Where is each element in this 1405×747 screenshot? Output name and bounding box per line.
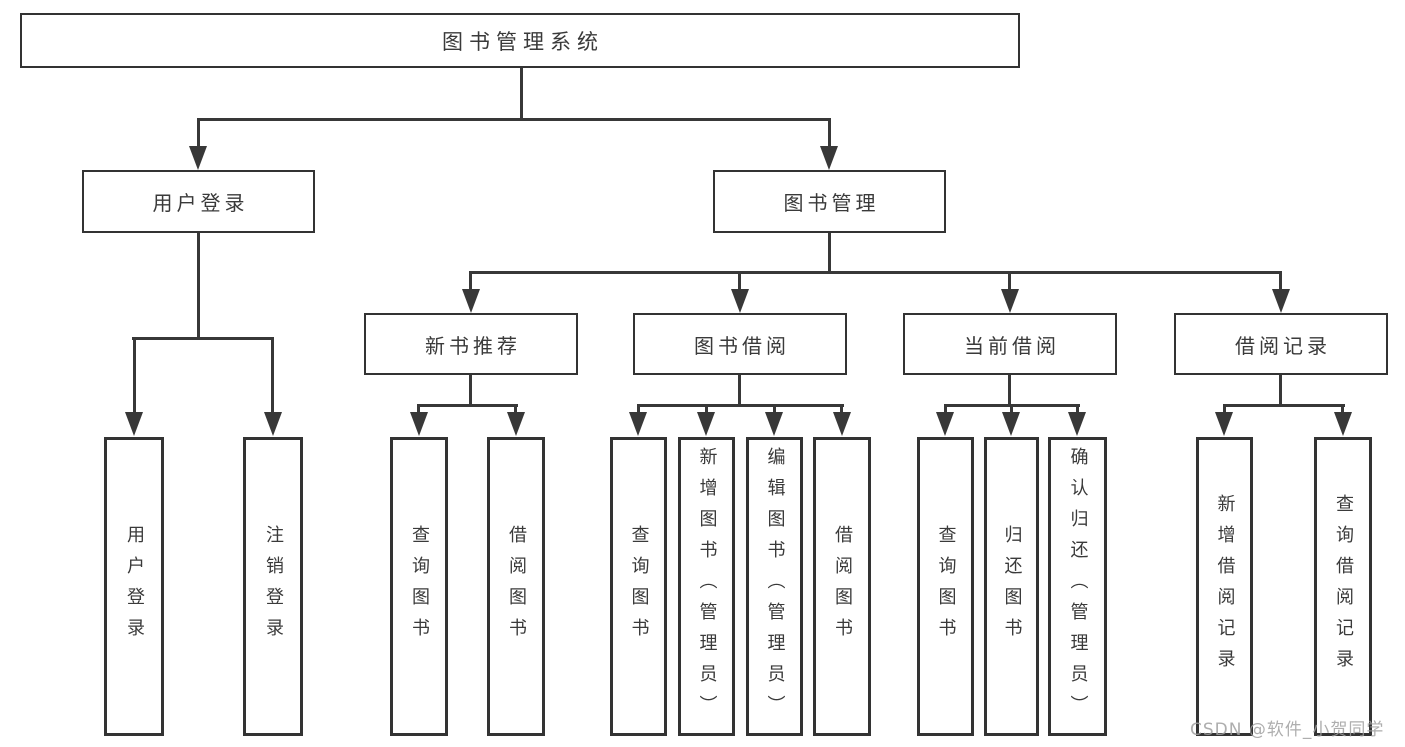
- connector-vline: [469, 271, 472, 289]
- connector-vline: [773, 404, 776, 412]
- node-current-borrowing: 当前借阅: [903, 313, 1117, 375]
- leaf-label: 注销登录: [263, 524, 284, 649]
- leaf-user-login: 用户登录: [104, 437, 164, 736]
- leaf-return-book: 归还图书: [984, 437, 1039, 736]
- arrowhead-down-icon: [731, 289, 749, 313]
- node-user-login: 用户登录: [82, 170, 315, 233]
- leaf-edit-book-admin: 编辑图书（管理员）: [746, 437, 803, 736]
- arrowhead-down-icon: [1272, 289, 1290, 313]
- node-label: 图书管理系统: [442, 29, 604, 54]
- connector-vline: [133, 337, 136, 412]
- connector-hline: [637, 404, 844, 407]
- node-label: 图书借阅: [694, 333, 790, 358]
- leaf-label: 用户登录: [124, 524, 145, 649]
- arrowhead-down-icon: [936, 412, 954, 436]
- node-label: 当前借阅: [964, 333, 1060, 358]
- leaf-query-borrow-record: 查询借阅记录: [1314, 437, 1372, 736]
- leaf-confirm-return-admin: 确认归还（管理员）: [1048, 437, 1107, 736]
- connector-vline: [1076, 404, 1079, 412]
- connector-vline: [1279, 271, 1282, 289]
- connector-vline: [197, 118, 200, 146]
- leaf-label: 确认归还（管理员）: [1067, 447, 1089, 726]
- connector-vline: [1279, 375, 1282, 404]
- connector-vline: [944, 404, 947, 412]
- arrowhead-down-icon: [125, 412, 143, 436]
- connector-hline: [197, 118, 831, 121]
- arrowhead-down-icon: [1001, 289, 1019, 313]
- leaf-label: 查询图书: [628, 524, 650, 649]
- connector-vline: [1010, 404, 1013, 412]
- node-new-book-recommend: 新书推荐: [364, 313, 578, 375]
- connector-vline: [738, 271, 741, 289]
- connector-vline: [828, 118, 831, 146]
- arrowhead-down-icon: [1215, 412, 1233, 436]
- arrowhead-down-icon: [629, 412, 647, 436]
- node-label: 用户登录: [152, 191, 249, 215]
- arrowhead-down-icon: [820, 146, 838, 170]
- leaf-label: 查询借阅记录: [1333, 493, 1354, 680]
- leaf-label: 新增借阅记录: [1214, 493, 1236, 680]
- leaf-add-book-admin: 新增图书（管理员）: [678, 437, 735, 736]
- leaf-query-books-recommend: 查询图书: [390, 437, 448, 736]
- leaf-label: 编辑图书（管理员）: [764, 447, 786, 726]
- connector-vline: [1008, 271, 1011, 289]
- leaf-label: 借阅图书: [506, 524, 527, 649]
- arrowhead-down-icon: [410, 412, 428, 436]
- node-book-borrowing: 图书借阅: [633, 313, 847, 375]
- leaf-label: 借阅图书: [832, 524, 853, 649]
- connector-vline: [1008, 375, 1011, 404]
- leaf-logout: 注销登录: [243, 437, 303, 736]
- connector-vline: [840, 404, 843, 412]
- leaf-query-books-borrowing: 查询图书: [610, 437, 667, 736]
- arrowhead-down-icon: [697, 412, 715, 436]
- connector-vline: [1223, 404, 1226, 412]
- arrowhead-down-icon: [507, 412, 525, 436]
- arrowhead-down-icon: [264, 412, 282, 436]
- connector-hline: [132, 337, 274, 340]
- node-label: 图书管理: [783, 191, 880, 215]
- arrowhead-down-icon: [765, 412, 783, 436]
- node-label: 借阅记录: [1235, 333, 1331, 358]
- connector-hline: [1223, 404, 1345, 407]
- leaf-label: 查询图书: [935, 524, 957, 649]
- connector-hline: [470, 271, 1282, 274]
- leaf-add-borrow-record: 新增借阅记录: [1196, 437, 1253, 736]
- connector-vline: [417, 404, 420, 412]
- connector-vline: [271, 337, 274, 412]
- arrowhead-down-icon: [1068, 412, 1086, 436]
- csdn-watermark: CSDN @软件_小贺同学: [1190, 720, 1385, 740]
- node-book-management: 图书管理: [713, 170, 946, 233]
- arrowhead-down-icon: [1002, 412, 1020, 436]
- connector-vline: [514, 404, 517, 412]
- connector-hline: [417, 404, 518, 407]
- leaf-label: 查询图书: [409, 524, 430, 649]
- arrowhead-down-icon: [189, 146, 207, 170]
- leaf-query-books-current: 查询图书: [917, 437, 974, 736]
- connector-vline: [520, 68, 523, 118]
- leaf-borrow-books: 借阅图书: [813, 437, 871, 736]
- leaf-label: 归还图书: [1001, 524, 1023, 649]
- connector-vline: [637, 404, 640, 412]
- connector-vline: [197, 233, 200, 337]
- leaf-borrow-books-recommend: 借阅图书: [487, 437, 545, 736]
- connector-vline: [469, 375, 472, 404]
- leaf-label: 新增图书（管理员）: [696, 447, 718, 726]
- node-library-management-system: 图书管理系统: [20, 13, 1020, 68]
- connector-vline: [1341, 404, 1344, 412]
- node-borrowing-records: 借阅记录: [1174, 313, 1388, 375]
- node-label: 新书推荐: [425, 333, 521, 358]
- connector-vline: [828, 233, 831, 271]
- connector-vline: [738, 375, 741, 404]
- arrowhead-down-icon: [462, 289, 480, 313]
- arrowhead-down-icon: [1334, 412, 1352, 436]
- arrowhead-down-icon: [833, 412, 851, 436]
- connector-vline: [705, 404, 708, 412]
